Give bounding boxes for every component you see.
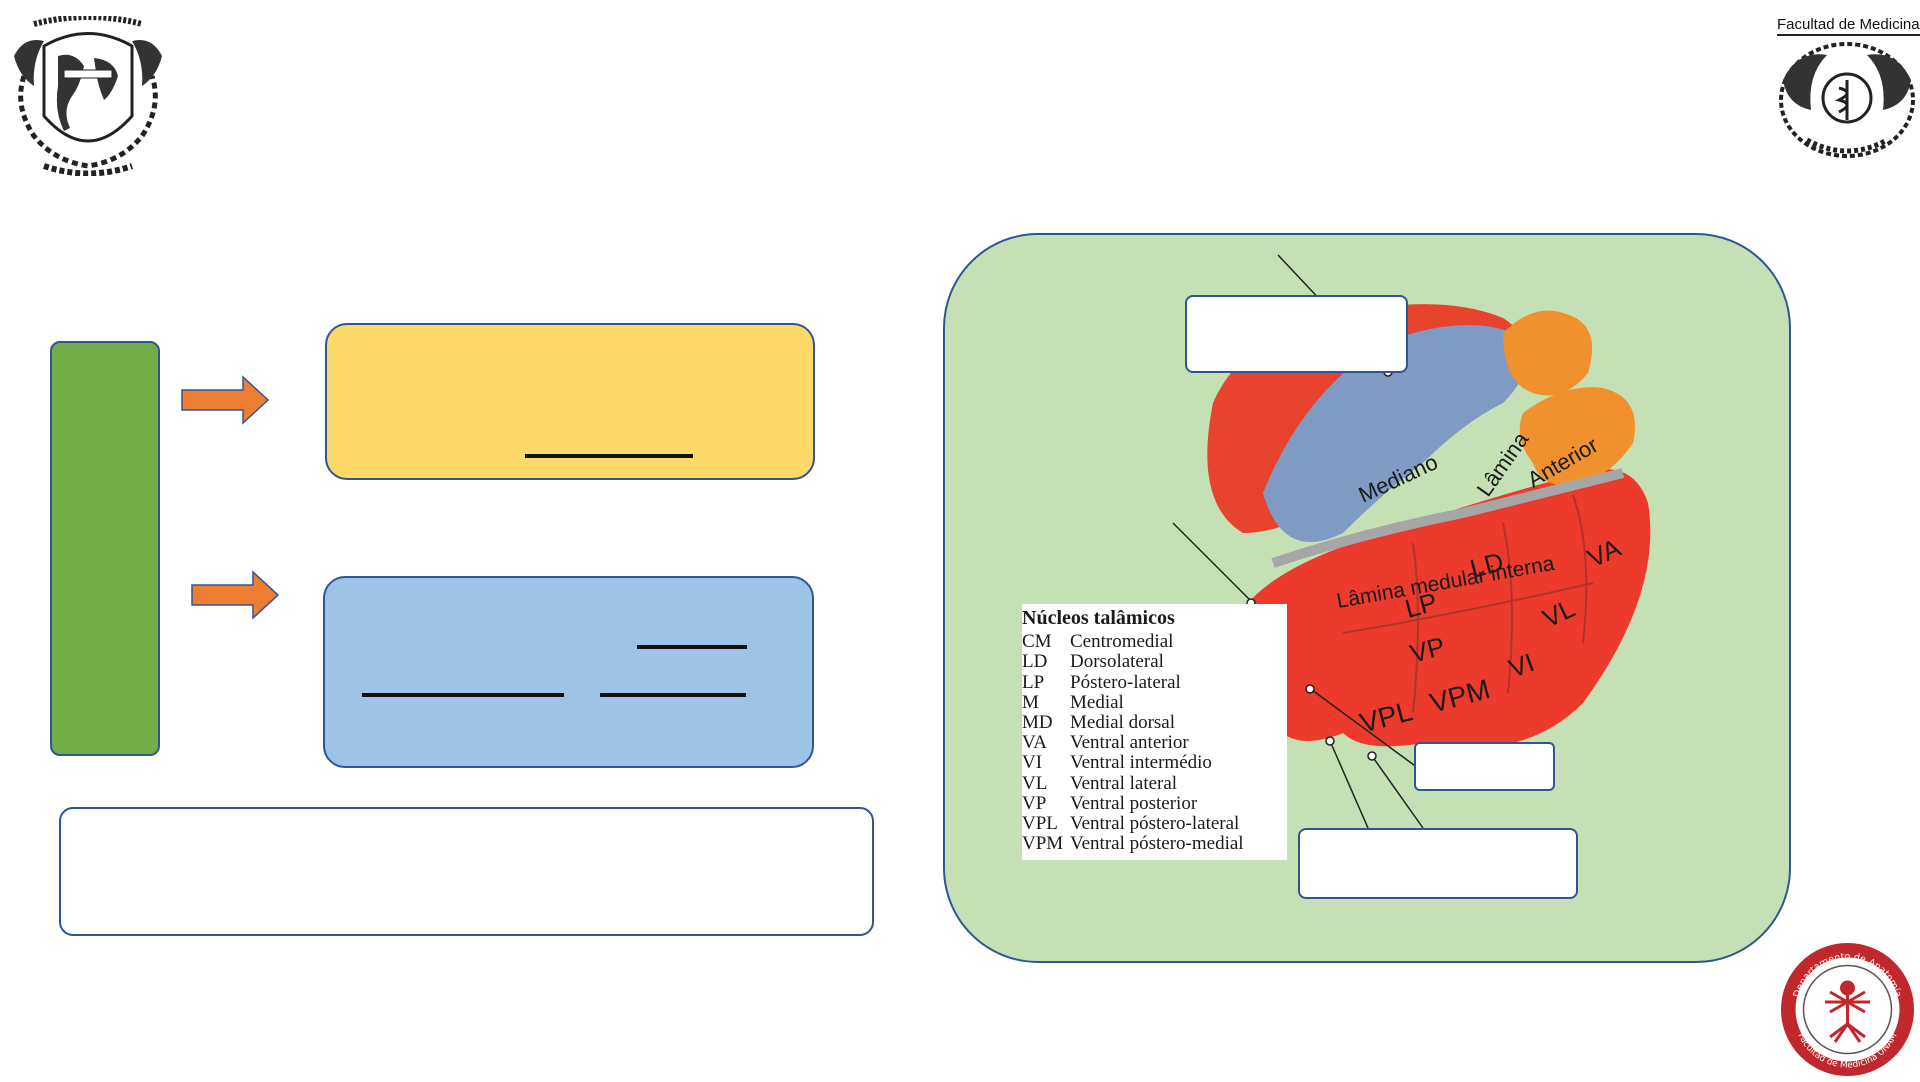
blank-line-4 [600,693,746,697]
faculty-title: Facultad de Medicina [1777,16,1920,33]
label-box-small [1414,742,1555,791]
blank-line-2 [637,645,747,649]
anatomy-department-seal: Departamento de Anatomía Facultad de Med… [1780,942,1915,1077]
label-box-bottom [1298,828,1578,899]
arrow-to-yellow-box [180,375,270,430]
faculty-seal-logo [1777,40,1917,160]
blue-box [323,576,814,768]
green-bar [50,341,160,756]
blank-line-3 [362,693,564,697]
yellow-box [325,323,815,480]
legend-title: Núcleos talâmicos [1022,607,1175,629]
unam-seal-logo [14,14,162,177]
blank-line-1 [525,454,693,458]
faculty-title-underline [1777,34,1920,36]
label-box-top [1185,295,1408,373]
bottom-text-box [59,807,874,936]
arrow-to-blue-box [190,570,280,625]
